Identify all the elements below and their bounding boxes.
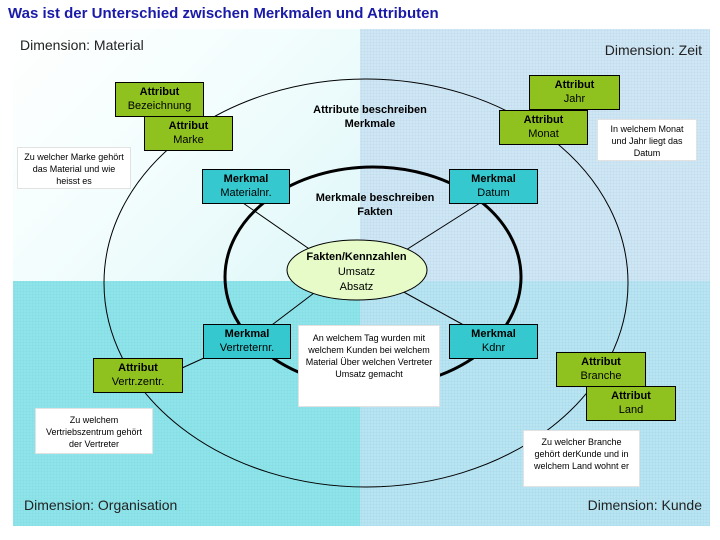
fakten-absatz: Absatz (339, 281, 374, 293)
note-vertrieb: Zu welchem Vertriebszentrum gehört der V… (35, 408, 153, 454)
dimension-material-label: Dimension: Material (20, 37, 144, 53)
fakten-ellipse (286, 239, 428, 301)
dimension-zeit-label: Dimension: Zeit (604, 42, 702, 58)
fakten-heading: Fakten/Kennzahlen (306, 251, 407, 263)
fakten-node: Fakten/Kennzahlen Umsatz Absatz (287, 241, 426, 300)
note-center: An welchem Tag wurden mit welchem Kunden… (298, 325, 440, 407)
connector-datum (397, 202, 481, 256)
merkmale-describe-label: Merkmale beschreiben Fakten (315, 192, 435, 218)
page-title: Was ist der Unterschied zwischen Merkmal… (8, 5, 439, 22)
dimension-organisation-label: Dimension: Organisation (24, 497, 178, 513)
connector-materialnr (242, 202, 319, 256)
note-kunde: Zu welcher Branche gehört derKunde und i… (523, 430, 640, 487)
attribute-describe-label: Attribute beschreiben Merkmale (313, 104, 427, 130)
fakten-umsatz: Umsatz (337, 266, 376, 278)
note-marke: Zu welcher Marke gehört das Material und… (17, 147, 131, 189)
dimension-kunde-label: Dimension: Kunde (587, 497, 702, 513)
outer-ellipse (103, 78, 629, 488)
note-datum: In welchem Monat und Jahr liegt das Datu… (597, 119, 697, 161)
